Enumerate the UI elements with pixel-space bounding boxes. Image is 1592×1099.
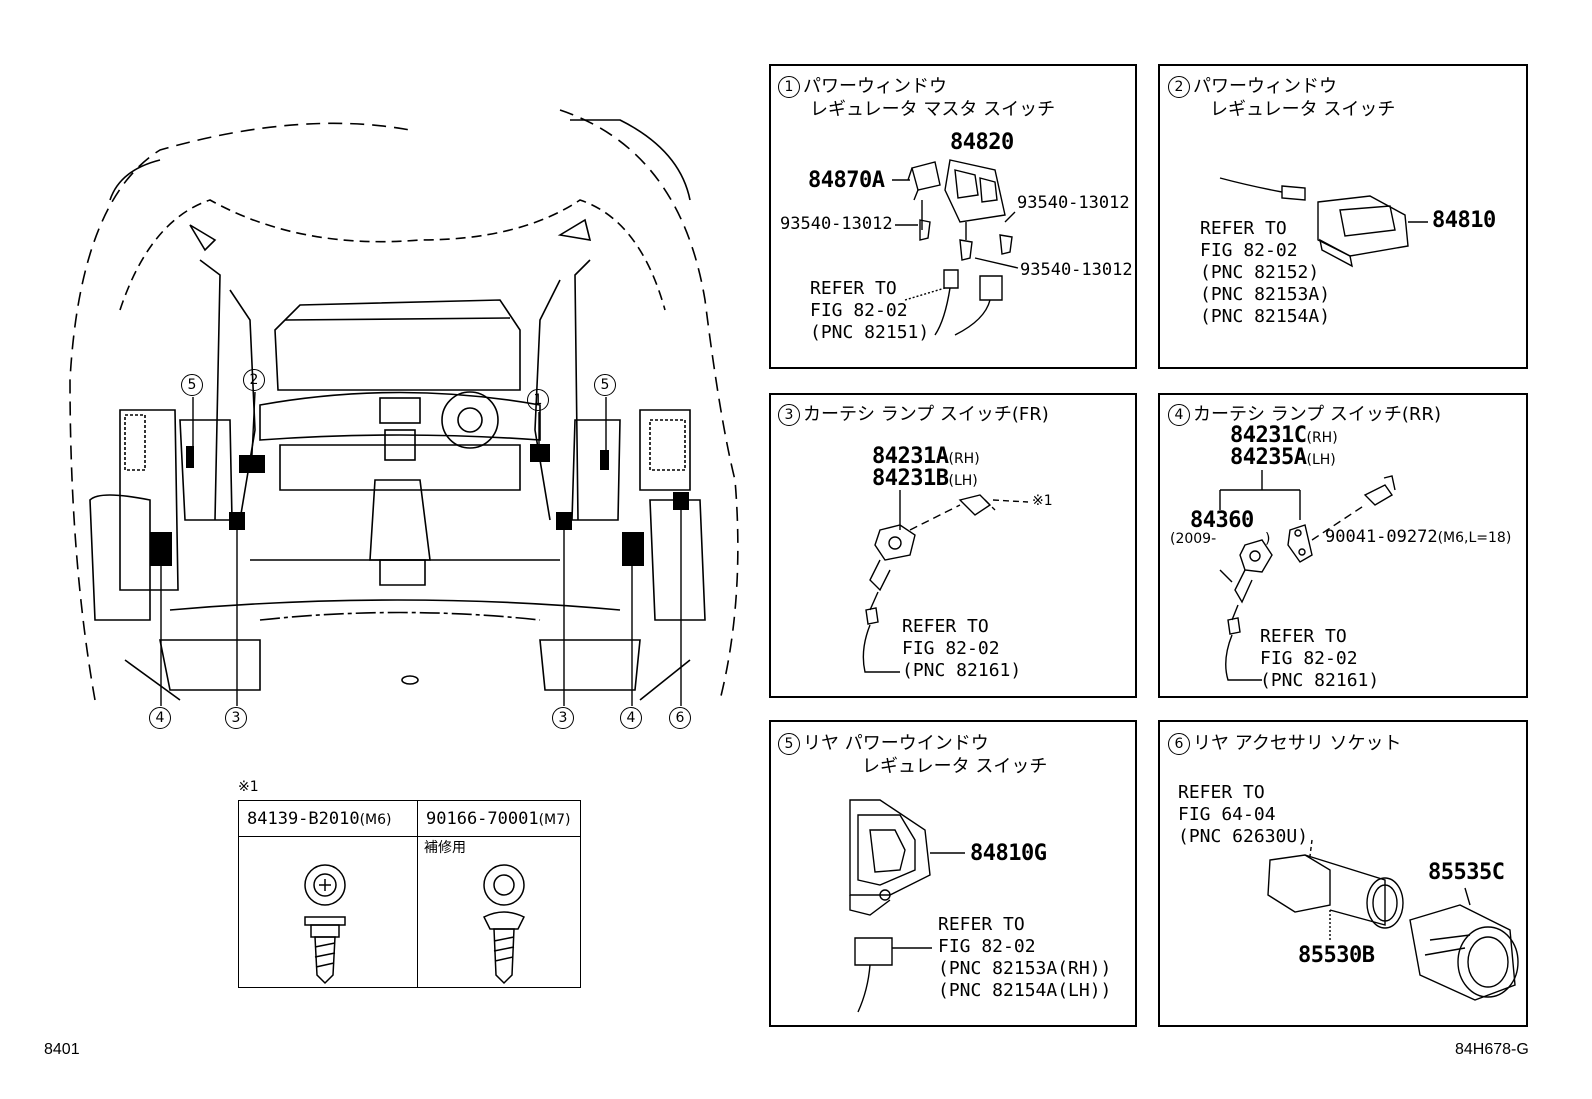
panel-3-number: 3 (778, 404, 800, 426)
footer-left-code: 8401 (44, 1041, 80, 1058)
panel-2-title-line1: パワーウィンドウ (1193, 76, 1337, 97)
bolt-90041-row: 90041-09272(M6,L=18) (1325, 528, 1511, 546)
part-84231c: 84231C (1230, 423, 1307, 448)
part-84235a-side: (LH) (1306, 452, 1336, 468)
bolt-col2-note: 補修用 (424, 840, 466, 856)
panel-5-refer: REFER TO FIG 82-02 (PNC 82153A(RH)) (PNC… (938, 914, 1112, 1001)
callout-1: 1 (527, 389, 549, 411)
callout-5-left: 5 (181, 374, 203, 396)
torx-bolt-icon (482, 864, 526, 985)
panel-4-number: 4 (1168, 404, 1190, 426)
bolt-col1-spec: (M6) (359, 812, 392, 828)
part-84231b-side: (LH) (948, 473, 978, 489)
screw-right-bottom: 93540-13012 (1020, 260, 1133, 280)
switch-location-markers (150, 444, 689, 566)
callout-4-left: 4 (149, 707, 171, 729)
panel-5-rear-window-switch (769, 720, 1137, 1027)
panel-3-courtesy-fr (769, 393, 1137, 698)
part-84231c-side: (RH) (1306, 430, 1338, 446)
part-84810g: 84810G (970, 841, 1047, 866)
panel-4-title-text: カーテシ ランプ スイッチ(RR) (1193, 404, 1441, 425)
screw-right-top: 93540-13012 (1017, 193, 1130, 213)
panel-1-title-line1: パワーウィンドウ (803, 76, 947, 97)
panel-6-refer: REFER TO FIG 64-04 (PNC 62630U) (1178, 782, 1309, 847)
panel-2-number: 2 (1168, 76, 1190, 98)
part-84820: 84820 (950, 130, 1014, 155)
bolt-col1-part: 84139-B2010 (247, 809, 360, 829)
part-84235a-row: 84235A(LH) (1230, 447, 1336, 469)
part-84231b: 84231B (872, 466, 949, 491)
callout-4-right: 4 (620, 707, 642, 729)
part-84231a-row: 84231A(RH) (872, 446, 980, 468)
part-84231b-row: 84231B(LH) (872, 468, 978, 490)
part-84231c-row: 84231C(RH) (1230, 425, 1338, 447)
part-84360-note-end: ) (1265, 531, 1271, 547)
panel-3-refer: REFER TO FIG 82-02 (PNC 82161) (902, 616, 1022, 681)
callout-3-right: 3 (552, 707, 574, 729)
bolt-table: 84139-B2010(M6) 90166-70001(M7) 補修用 (238, 800, 581, 988)
part-85530b: 85530B (1298, 943, 1375, 968)
panel-6-title-text: リヤ アクセサリ ソケット (1193, 733, 1402, 754)
bolt-col2-spec: (M7) (538, 812, 571, 828)
flange-bolt-icon (304, 864, 346, 985)
bolt-col2-image: 補修用 (417, 836, 581, 988)
part-84235a: 84235A (1230, 445, 1307, 470)
footer-right-code: 84H678-G (1455, 1041, 1529, 1058)
bolt-col2-part: 90166-70001 (426, 809, 539, 829)
panel-3-note-mark: ※1 (1032, 493, 1053, 509)
bolt-col1-image (238, 836, 418, 988)
panel-6-accessory-socket (1158, 720, 1528, 1027)
panel-1-master-switch (769, 64, 1137, 369)
panel-2-refer: REFER TO FIG 82-02 (PNC 82152) (PNC 8215… (1200, 218, 1331, 327)
part-85535c: 85535C (1428, 860, 1505, 885)
panel-5-title-line1: リヤ パワーウインドウ (803, 733, 989, 754)
bolt-90041: 90041-09272 (1325, 527, 1438, 547)
panel-6-number: 6 (1168, 733, 1190, 755)
callout-3-left: 3 (225, 707, 247, 729)
bolt-table-mark: ※1 (238, 779, 259, 795)
callout-5-right: 5 (594, 374, 616, 396)
panel-5-title-line2: レギュレータ スイッチ (862, 756, 1048, 777)
panel-4-courtesy-rr (1158, 393, 1528, 698)
part-84360: 84360 (1190, 508, 1254, 533)
panel-1-refer: REFER TO FIG 82-02 (PNC 82151) (810, 278, 930, 343)
interior-drawing (69, 109, 739, 706)
panel-5-number: 5 (778, 733, 800, 755)
callout-6: 6 (669, 707, 691, 729)
panel-4-refer: REFER TO FIG 82-02 (PNC 82161) (1260, 626, 1380, 691)
screw-left: 93540-13012 (780, 214, 893, 234)
panel-2-window-switch (1158, 64, 1528, 369)
panel-2-title-line2: レギュレータ スイッチ (1210, 99, 1396, 120)
part-84810: 84810 (1432, 208, 1496, 233)
panel-1-title-line2: レギュレータ マスタ スイッチ (810, 99, 1056, 120)
bolt-90041-spec: (M6,L=18) (1437, 530, 1512, 546)
part-84360-note: (2009- (1170, 531, 1217, 547)
part-84231a-side: (RH) (948, 451, 980, 467)
panel-3-title-text: カーテシ ランプ スイッチ(FR) (803, 404, 1049, 425)
part-84231a: 84231A (872, 444, 949, 469)
panel-1-number: 1 (778, 76, 800, 98)
part-84870a: 84870A (808, 168, 885, 193)
bolt-col2-header: 90166-70001(M7) (417, 800, 581, 837)
callout-2: 2 (243, 369, 265, 391)
